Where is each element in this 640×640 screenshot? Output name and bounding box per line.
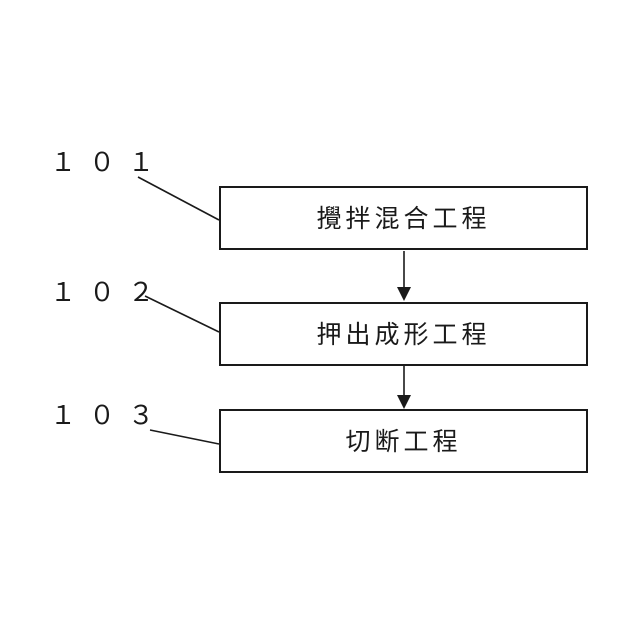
step-box-cutting: 切断工程 (219, 409, 588, 473)
step-label-extrusion-molding: 押出成形工程 (316, 322, 490, 347)
reference-numeral-102: １０２ (50, 280, 167, 306)
reference-numeral-101: １０１ (50, 150, 167, 176)
flow-arrow-1-head (397, 287, 411, 301)
flow-arrow-2-head (397, 395, 411, 409)
reference-numeral-103: １０３ (50, 403, 167, 429)
leader-line-101 (138, 177, 219, 220)
step-box-extrusion-molding: 押出成形工程 (219, 302, 588, 366)
step-label-cutting: 切断工程 (345, 429, 461, 454)
step-label-stirring-mixing: 攪拌混合工程 (316, 206, 490, 231)
leader-line-103 (150, 430, 219, 444)
step-box-stirring-mixing: 攪拌混合工程 (219, 186, 588, 250)
